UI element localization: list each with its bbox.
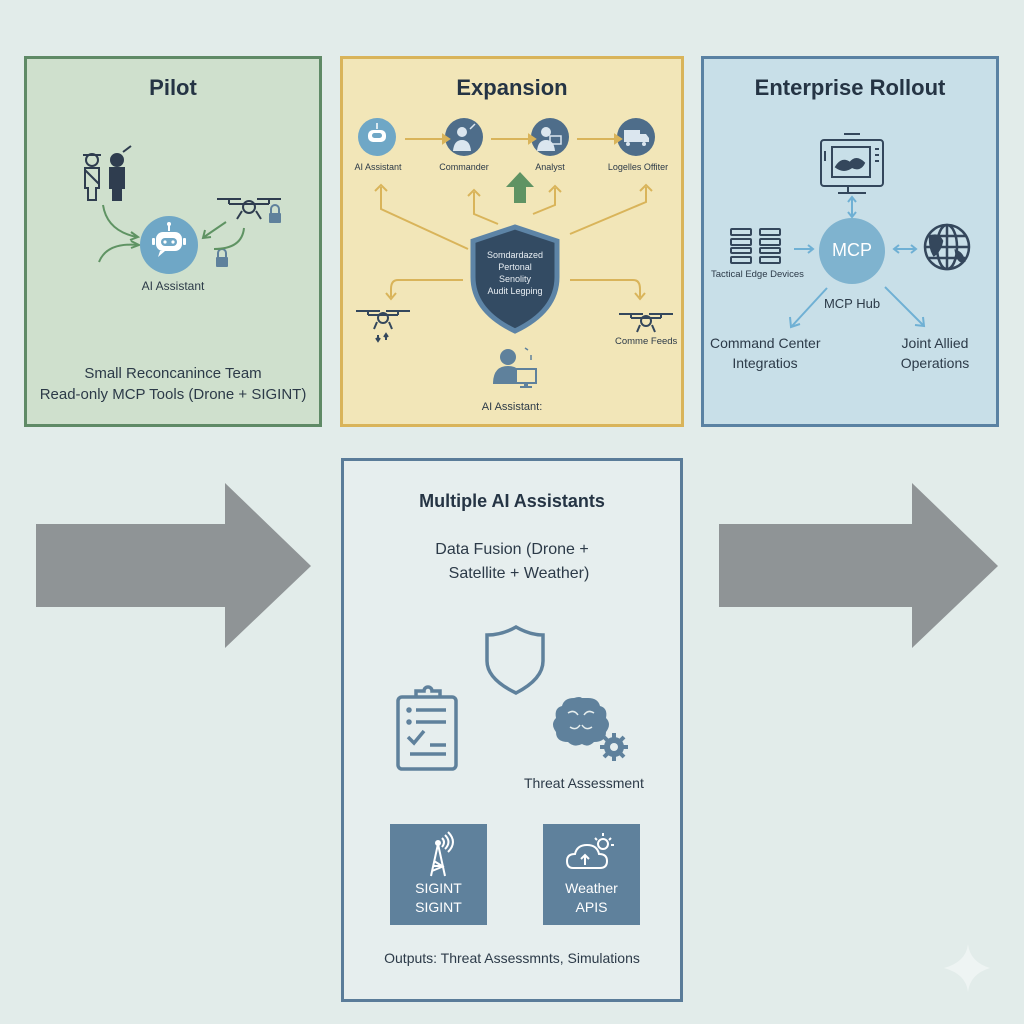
shield-connectors xyxy=(374,183,653,301)
role-label-analyst: Analyst xyxy=(535,162,565,172)
lock-icon xyxy=(269,204,281,223)
analyst-icon xyxy=(531,118,569,156)
expansion-title: Expansion xyxy=(456,75,568,100)
shield-line-3: Senolity xyxy=(498,274,532,284)
server-rack-icon xyxy=(730,228,781,264)
drone-icon xyxy=(217,198,281,220)
operator-workstation-icon xyxy=(493,347,537,388)
sparkle-icon xyxy=(944,944,990,992)
shield-icon xyxy=(485,624,545,695)
cloud-sun-icon xyxy=(565,833,614,869)
sigint-tile-line1: SIGINT xyxy=(415,880,462,896)
data-fusion-line2: Satellite + Weather) xyxy=(448,565,590,582)
radio-tower-icon xyxy=(430,831,454,877)
drone-icon xyxy=(356,310,410,343)
feeds-label: Comme Feeds xyxy=(615,336,678,347)
outputs-label: Outputs: Threat Assessmnts, Simulations xyxy=(384,950,640,966)
flow-arrow-left xyxy=(36,483,311,648)
flow-arrow-right xyxy=(719,483,998,648)
edge-devices-label: Tactical Edge Devices xyxy=(711,269,804,280)
enterprise-title: Enterprise Rollout xyxy=(754,75,946,100)
weather-tile[interactable]: Weather APIS xyxy=(543,824,640,925)
drone-icon xyxy=(619,313,673,333)
threat-assessment-label: Threat Assessment xyxy=(524,775,644,791)
edge-arrow xyxy=(794,244,815,254)
weather-tile-line2: APIS xyxy=(575,899,608,915)
weather-tile-line1: Weather xyxy=(565,880,618,896)
lock-icon xyxy=(216,248,228,267)
pilot-title: Pilot xyxy=(149,75,197,100)
mcp-hub-text: MCP xyxy=(832,240,872,260)
globe-arrow xyxy=(892,244,918,254)
pilot-hub-label: AI Assistant xyxy=(141,279,205,293)
command-center-line2: Integratios xyxy=(732,355,798,371)
mcp-hub-circle xyxy=(819,218,885,284)
enterprise-panel: Enterprise Rollout xyxy=(701,56,999,427)
pilot-caption-line1: Small Reconcanince Team xyxy=(84,365,262,382)
sigint-tile[interactable]: SIGINT SIGINT xyxy=(390,824,487,925)
mcp-hub-label: MCP Hub xyxy=(823,296,881,311)
data-fusion-line1: Data Fusion (Drone + xyxy=(435,541,589,558)
bidirectional-arrow xyxy=(847,195,857,219)
upgrade-arrow-icon xyxy=(506,172,534,203)
pilot-diagram xyxy=(83,145,281,274)
expansion-bottom-label: AI Assistant: xyxy=(481,401,543,413)
multi-diagram xyxy=(396,624,628,771)
robot-chat-icon xyxy=(358,118,396,156)
enterprise-diagram xyxy=(730,133,971,329)
pilot-panel: Pilot xyxy=(24,56,322,427)
role-flow-arrows xyxy=(405,133,623,145)
role-label-logistics: Logelles Offiter xyxy=(607,162,669,172)
diagonal-arrows xyxy=(789,286,926,329)
brain-gear-icon xyxy=(553,697,628,761)
truck-icon xyxy=(617,118,655,156)
command-center-line1: Command Center xyxy=(710,335,821,351)
shield-line-2: Pertonal xyxy=(498,262,532,272)
role-label-ai-assistant: AI Assistant xyxy=(354,162,402,172)
commander-icon xyxy=(445,118,483,156)
shield-line-4: Audit Legping xyxy=(487,286,543,296)
expansion-panel: Expansion xyxy=(340,56,684,427)
checklist-icon xyxy=(396,685,458,771)
security-shield-icon xyxy=(470,224,560,334)
globe-icon xyxy=(923,223,971,271)
shield-line-1: Somdardazed xyxy=(486,250,544,260)
multi-assistants-panel: Multiple AI Assistants Data Fusion (Dron… xyxy=(341,458,683,1002)
joint-allied-line1: Joint Allied xyxy=(901,335,969,351)
multi-title: Multiple AI Assistants xyxy=(419,491,605,511)
joint-allied-line2: Operations xyxy=(900,355,970,371)
pilot-caption-line2: Read-only MCP Tools (Drone + SIGINT) xyxy=(39,386,307,403)
role-label-commander: Commander xyxy=(439,162,489,172)
robot-chat-icon xyxy=(140,216,198,274)
expansion-diagram xyxy=(356,118,673,388)
flow-arrows xyxy=(98,204,245,263)
soldiers-icon xyxy=(83,145,132,201)
monitor-map-icon xyxy=(820,133,884,194)
sigint-tile-line2: SIGINT xyxy=(415,899,462,915)
